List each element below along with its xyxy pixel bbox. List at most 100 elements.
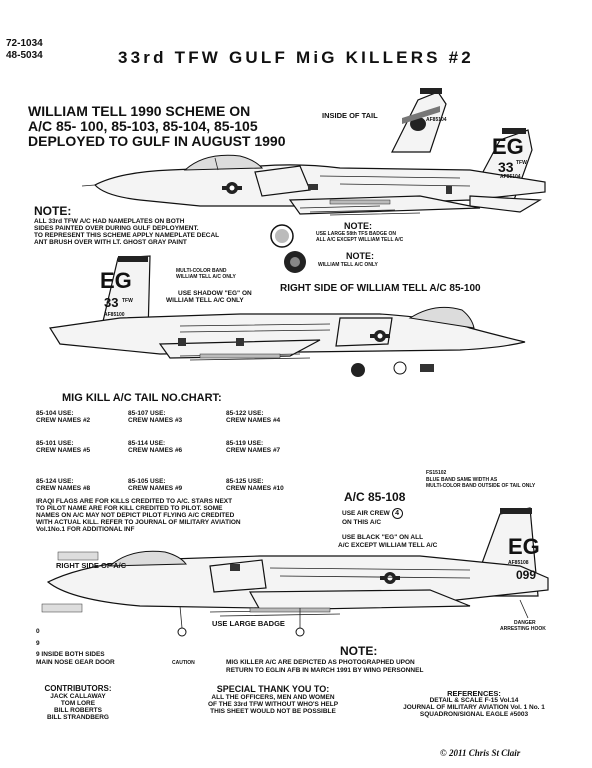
note-2-line-2: ALL A/C EXCEPT WILLIAM TELL A/C — [316, 237, 404, 243]
reference-line: JOURNAL OF MILITARY AVIATION Vol. 1 No. … — [403, 704, 545, 711]
thanks-line: ALL THE OFFICERS, MEN AND WOMEN — [211, 694, 335, 701]
references-title: REFERENCES: — [447, 689, 501, 698]
note-3-title: NOTE: — [346, 251, 374, 261]
iraqi-note-line: IRAQI FLAGS ARE FOR KILLS CREDITED TO A/… — [36, 498, 233, 505]
inside-tail-serial: AF85104 — [426, 117, 447, 123]
contributors: CONTRIBUTORS: JACK CALLAWAY TOM LORE BIL… — [36, 684, 120, 721]
contributor-name: BILL ROBERTS — [54, 707, 102, 714]
chart-entry: 85-105 USE: CREW NAMES #9 — [128, 478, 182, 492]
use-large-badge-label: USE LARGE BADGE — [212, 619, 285, 628]
page-title: 33rd TFW GULF MiG KILLERS #2 — [118, 48, 474, 67]
iraqi-note-line: WITH ACTUAL KILL. REFER TO JOURNAL OF MI… — [36, 519, 241, 526]
tail-number-099: 099 — [516, 568, 537, 582]
aircraft-85-104-left-side — [81, 128, 546, 216]
catalog-number-72: 72-1034 — [6, 38, 43, 49]
note-1-line: TO REPRESENT THIS SCHEME APPLY NAMEPLATE… — [34, 232, 220, 239]
iraqi-note-line: TO PILOT NAME ARE FOR KILL CREDITED TO P… — [36, 505, 223, 512]
iraqi-note-line: Vol.1No.1 FOR ADDITIONAL INF — [36, 526, 135, 533]
contributor-name: TOM LORE — [60, 700, 96, 707]
chart-entry-crew: CREW NAMES #6 — [128, 447, 183, 454]
chart-entry-tail: 85-104 USE: — [36, 410, 74, 417]
tail-code-eg-3: EG — [508, 534, 540, 559]
squadron-badges — [270, 224, 306, 273]
chart-entry: 85-107 USE: CREW NAMES #3 — [128, 410, 182, 424]
note-1-title: NOTE: — [34, 204, 72, 218]
note-4-line-1: MIG KILLER A/C ARE DEPICTED AS PHOTOGRAP… — [226, 659, 415, 666]
black-eg-line-2: A/C EXCEPT WILLIAM TELL A/C — [338, 542, 438, 549]
tail-serial-2: AF85100 — [104, 312, 125, 318]
inside-tail-drawing — [391, 88, 447, 153]
chart-entry: 85-124 USE: CREW NAMES #8 — [36, 478, 90, 492]
shadow-eg-line-1: USE SHADOW "EG" ON — [178, 290, 252, 297]
note-1-line: ALL 33rd TFW A/C HAD NAMEPLATES ON BOTH — [34, 218, 185, 225]
iraqi-note-line: NAMES ON A/C MAY NOT DEPICT PILOT FLYING… — [36, 512, 235, 519]
copyright: © 2011 Chris St Clair — [440, 748, 521, 758]
blue-band-line-1: BLUE BAND SAME WIDTH AS — [426, 477, 498, 483]
chart-entry-crew: CREW NAMES #4 — [226, 417, 281, 424]
note-3-line: WILLIAM TELL A/C ONLY — [318, 262, 378, 268]
tail-chart-title: MIG KILL A/C TAIL NO.CHART: — [62, 392, 222, 404]
chart-entry-tail: 85-124 USE: — [36, 478, 74, 485]
contributor-name: BILL STRANDBERG — [47, 714, 109, 721]
note-1-line: SIDES PAINTED OVER DURING GULF DEPLOYMEN… — [34, 225, 199, 232]
note-1-line: ANT BRUSH OVER WITH LT. GHOST GRAY PAINT — [34, 239, 187, 246]
nose-gear-line-1: 9 INSIDE BOTH SIDES — [36, 651, 105, 658]
references: REFERENCES: DETAIL & SCALE F-15 Vol.14 J… — [394, 690, 554, 718]
chart-entry-crew: CREW NAMES #2 — [36, 417, 91, 424]
reference-line: SQUADRON/SIGNAL EAGLE #5003 — [419, 711, 529, 718]
scheme-line-2: A/C 85- 100, 85-103, 85-104, 85-105 — [28, 118, 258, 134]
chart-entry-crew: CREW NAMES #3 — [128, 417, 183, 424]
nose-gear-char-2: 9 — [36, 640, 40, 647]
use-air-crew-text: USE AIR CREW — [342, 510, 390, 517]
aircraft-85-100-right-side — [49, 255, 526, 377]
special-thanks: SPECIAL THANK YOU TO: ALL THE OFFICERS, … — [188, 684, 358, 715]
tail-code-eg-1: EG — [492, 134, 524, 159]
chart-entry-tail: 85-107 USE: — [128, 410, 166, 417]
chart-entry-tail: 85-119 USE: — [226, 440, 264, 447]
thanks-line: THIS SHEET WOULD NOT BE POSSIBLE — [210, 708, 336, 715]
caution-label: CAUTION — [172, 660, 195, 666]
chart-entry-tail: 85-114 USE: — [128, 440, 166, 447]
chart-entry-tail: 85-101 USE: — [36, 440, 74, 447]
chart-entry-tail: 85-105 USE: — [128, 478, 166, 485]
note-2-line-1: USE LARGE 58th TFS BADGE ON — [316, 231, 397, 237]
tail-number-33-1: 33 — [498, 159, 514, 175]
chart-entry-crew: CREW NAMES #7 — [226, 447, 281, 454]
nose-gear-char-1: 0 — [36, 628, 40, 635]
note-4-title: NOTE: — [340, 644, 378, 658]
shadow-eg-line-2: WILLIAM TELL A/C ONLY — [166, 297, 244, 304]
ac-85-108-title: A/C 85-108 — [344, 490, 406, 504]
iraqi-flags-note: IRAQI FLAGS ARE FOR KILLS CREDITED TO A/… — [36, 498, 241, 533]
note-4-line-2: RETURN TO EGLIN AFB IN MARCH 1991 BY WIN… — [226, 667, 424, 674]
aircraft-85-108-right-side — [41, 507, 549, 637]
tail-number-33-2: 33 — [104, 295, 119, 310]
air-crew-number-circle: 4 — [391, 508, 403, 519]
tail-serial-1: AF85104 — [500, 174, 521, 180]
chart-entry-crew: CREW NAMES #5 — [36, 447, 91, 454]
chart-entry: 85-114 USE: CREW NAMES #6 — [128, 440, 182, 454]
chart-entry: 85-125 USE: CREW NAMES #10 — [226, 478, 284, 492]
tail-code-eg-2: EG — [100, 268, 132, 293]
thanks-line: OF THE 33rd TFW WITHOUT WHO'S HELP — [207, 701, 339, 708]
nose-gear-line-2: MAIN NOSE GEAR DOOR — [36, 659, 115, 666]
air-crew-line-2: ON THIS A/C — [342, 519, 382, 526]
blue-band-line-2: MULTI-COLOR BAND OUTSIDE OF TAIL ONLY — [426, 483, 536, 489]
tail-serial-3: AF85108 — [508, 560, 529, 566]
multicolor-band-line-1: MULTI-COLOR BAND — [176, 268, 227, 274]
danger-label: DANGER — [514, 620, 536, 626]
tail-tfw-1: TFW — [516, 160, 527, 166]
reference-line: DETAIL & SCALE F-15 Vol.14 — [429, 697, 519, 704]
note-1-body: ALL 33rd TFW A/C HAD NAMEPLATES ON BOTH … — [34, 218, 219, 246]
chart-entry: 85-101 USE: CREW NAMES #5 — [36, 440, 90, 454]
chart-entry: 85-119 USE: CREW NAMES #7 — [226, 440, 280, 454]
scheme-line-1: WILLIAM TELL 1990 SCHEME ON — [28, 103, 251, 119]
catalog-number-48: 48-5034 — [6, 50, 43, 61]
multicolor-band-line-2: WILLIAM TELL A/C ONLY — [176, 274, 236, 280]
note-2-title: NOTE: — [344, 221, 372, 231]
chart-entry-tail: 85-125 USE: — [226, 478, 264, 485]
chart-entry-tail: 85-122 USE: — [226, 410, 264, 417]
fs-code: FS15102 — [426, 470, 447, 476]
chart-entry-crew: CREW NAMES #10 — [226, 485, 284, 492]
inside-tail-label: INSIDE OF TAIL — [322, 111, 378, 120]
